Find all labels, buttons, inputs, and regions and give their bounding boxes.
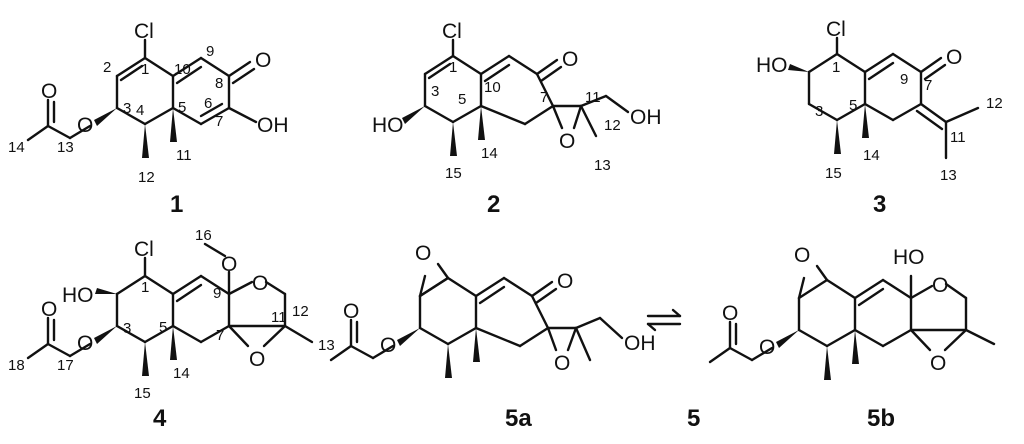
svg-text:1: 1 (832, 59, 840, 76)
svg-text:11: 11 (271, 309, 287, 326)
ester-oxygen-label: O (77, 332, 93, 355)
terminal-hydroxyl-label: OH (630, 106, 662, 129)
svg-text:11: 11 (176, 147, 192, 164)
compound-5b: O HO O O O O 5b (708, 244, 996, 432)
equilibrium-compound-label: 5 (687, 405, 700, 432)
svg-text:11: 11 (585, 89, 601, 106)
equilibrium-arrows (646, 308, 682, 332)
svg-text:11: 11 (950, 129, 966, 146)
ester-oxygen-label: O (759, 336, 775, 359)
methoxy-oxygen-label: O (221, 253, 237, 276)
ketone-oxygen-label: O (562, 48, 578, 71)
svg-text:6: 6 (204, 95, 212, 112)
compound-label: 5b (867, 405, 895, 432)
top-epoxide-oxygen-label: O (415, 242, 431, 265)
compound-5a: O O O O O OH 5a (329, 242, 656, 432)
chlorine-label: Cl (134, 238, 154, 261)
svg-text:4: 4 (136, 102, 144, 119)
svg-text:15: 15 (825, 165, 842, 182)
ester-oxygen-label: O (380, 334, 396, 357)
ring-oxygen-label: O (932, 274, 948, 297)
svg-text:15: 15 (445, 165, 462, 182)
svg-text:5: 5 (178, 99, 186, 116)
chlorine-label: Cl (826, 18, 846, 41)
bottom-epoxide-oxygen-label: O (554, 352, 570, 375)
svg-text:13: 13 (57, 139, 74, 156)
hydroxyl-label: HO (756, 54, 788, 77)
ring-oxygen-label: O (252, 272, 268, 295)
svg-text:16: 16 (195, 227, 212, 244)
svg-text:14: 14 (863, 147, 880, 164)
svg-text:5: 5 (159, 319, 167, 336)
ketone-oxygen-label: O (557, 270, 573, 293)
svg-text:15: 15 (134, 385, 151, 402)
svg-text:3: 3 (815, 103, 823, 120)
carbonyl-oxygen-label: O (41, 298, 57, 321)
compound-2: Cl O HO O OH 1 3 5 7 10 11 12 13 14 15 2 (372, 20, 662, 218)
ketone-oxygen-label: O (255, 49, 271, 72)
carbonyl-oxygen-label: O (41, 80, 57, 103)
svg-text:13: 13 (318, 337, 335, 354)
svg-text:7: 7 (216, 327, 224, 344)
svg-text:5: 5 (458, 91, 466, 108)
bottom-epoxide-oxygen-label: O (930, 352, 946, 375)
svg-text:7: 7 (215, 113, 223, 130)
svg-text:10: 10 (484, 79, 501, 96)
epoxide-oxygen-label: O (249, 348, 265, 371)
top-epoxide-oxygen-label: O (794, 244, 810, 267)
hydroxyl-label: OH (257, 114, 289, 137)
svg-text:18: 18 (8, 357, 25, 374)
svg-text:17: 17 (57, 357, 74, 374)
svg-text:7: 7 (540, 89, 548, 106)
carbonyl-oxygen-label: O (343, 300, 359, 323)
compound-label: 1 (170, 191, 183, 218)
chlorine-label: Cl (134, 20, 154, 43)
hydroxyl-label: HO (372, 114, 404, 137)
ester-oxygen-label: O (77, 114, 93, 137)
svg-text:9: 9 (213, 285, 221, 302)
svg-text:13: 13 (594, 157, 611, 174)
svg-text:8: 8 (215, 75, 223, 92)
svg-text:12: 12 (138, 169, 155, 186)
hydroxyl-label: OH (624, 332, 656, 355)
svg-text:9: 9 (206, 43, 214, 60)
compound-3: Cl O HO 1 3 5 7 9 11 12 13 14 15 3 (756, 18, 1003, 218)
svg-text:9: 9 (900, 71, 908, 88)
epoxide-oxygen-label: O (559, 130, 575, 153)
carbonyl-oxygen-label: O (722, 302, 738, 325)
svg-text:5: 5 (849, 97, 857, 114)
hydroxyl-label: HO (62, 284, 94, 307)
hydroxyl-label: HO (893, 246, 925, 269)
svg-text:12: 12 (986, 95, 1003, 112)
svg-text:1: 1 (141, 61, 149, 78)
svg-text:7: 7 (924, 77, 932, 94)
svg-text:3: 3 (123, 320, 131, 337)
svg-text:14: 14 (481, 145, 498, 162)
svg-text:1: 1 (141, 279, 149, 296)
svg-text:10: 10 (174, 61, 191, 78)
svg-text:2: 2 (103, 59, 111, 76)
svg-text:3: 3 (431, 83, 439, 100)
chlorine-label: Cl (442, 20, 462, 43)
svg-text:14: 14 (173, 365, 190, 382)
compound-label: 3 (873, 191, 886, 218)
compound-1: Cl O OH O O 1 2 3 4 5 6 7 8 9 10 11 12 1… (8, 20, 289, 218)
svg-text:12: 12 (604, 117, 621, 134)
svg-text:1: 1 (449, 59, 457, 76)
compound-label: 2 (487, 191, 500, 218)
ketone-oxygen-label: O (946, 46, 962, 69)
svg-text:3: 3 (123, 100, 131, 117)
svg-text:14: 14 (8, 139, 25, 156)
svg-text:12: 12 (292, 303, 309, 320)
svg-text:13: 13 (940, 167, 957, 184)
compound-label: 5a (505, 405, 532, 432)
compound-4: Cl HO O O O O O 1 3 5 7 9 11 12 13 14 15… (8, 227, 335, 432)
compound-label: 4 (153, 405, 167, 432)
